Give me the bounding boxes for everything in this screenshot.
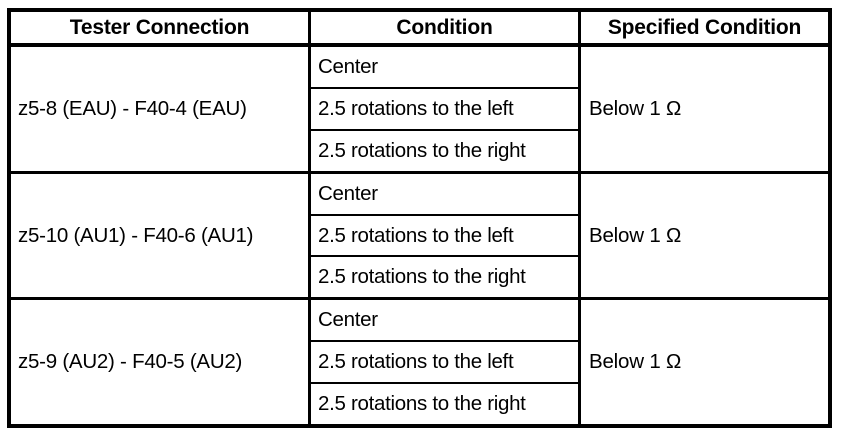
specification-table: Tester Connection Condition Specified Co… xyxy=(7,8,832,428)
cell-condition: Center xyxy=(311,174,578,216)
cell-specified-condition: Below 1 Ω xyxy=(589,223,682,247)
cell-condition: 2.5 rotations to the right xyxy=(318,138,526,162)
column-header-specified-condition: Specified Condition xyxy=(607,15,802,39)
table-row: z5-10 (AU1) - F40-6 (AU1) Center 2.5 rot… xyxy=(11,173,828,301)
cell-condition: Center xyxy=(311,300,578,343)
cell-condition: Center xyxy=(311,47,578,89)
table-row: z5-8 (EAU) - F40-4 (EAU) Center 2.5 rota… xyxy=(11,47,828,174)
condition-group: Center 2.5 rotations to the left 2.5 rot… xyxy=(311,300,581,425)
cell-specified-condition: Below 1 Ω xyxy=(589,96,682,120)
cell-tester-connection: z5-8 (EAU) - F40-4 (EAU) xyxy=(11,47,311,171)
table-body: z5-8 (EAU) - F40-4 (EAU) Center 2.5 rota… xyxy=(11,47,828,425)
cell-condition: 2.5 rotations to the left xyxy=(311,216,578,258)
cell-condition: 2.5 rotations to the right xyxy=(318,265,526,289)
condition-group: Center 2.5 rotations to the left 2.5 rot… xyxy=(311,47,581,171)
table-row: z5-9 (AU2) - F40-5 (AU2) Center 2.5 rota… xyxy=(11,300,828,425)
table-header-row: Tester Connection Condition Specified Co… xyxy=(11,12,828,47)
cell-condition: 2.5 rotations to the left xyxy=(311,342,578,385)
condition-group: Center 2.5 rotations to the left 2.5 rot… xyxy=(311,173,581,298)
column-header-tester-connection: Tester Connection xyxy=(11,12,311,43)
cell-tester-connection: z5-10 (AU1) - F40-6 (AU1) xyxy=(11,173,311,298)
cell-specified-condition: Below 1 Ω xyxy=(589,350,682,374)
column-header-condition: Condition xyxy=(311,12,581,43)
cell-tester-connection: z5-9 (AU2) - F40-5 (AU2) xyxy=(11,300,311,425)
cell-condition: 2.5 rotations to the right xyxy=(318,392,526,416)
cell-condition: 2.5 rotations to the left xyxy=(311,89,578,131)
